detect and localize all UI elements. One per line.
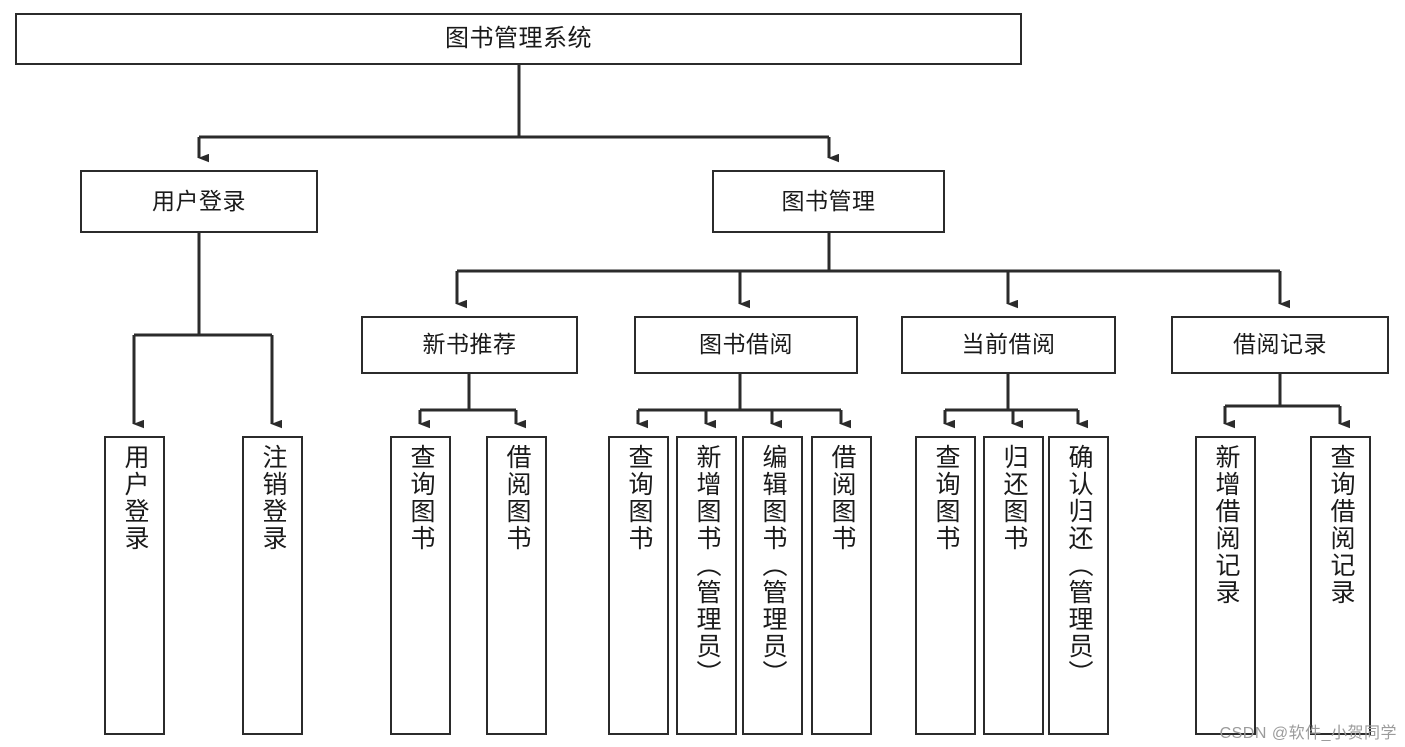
node-root-label: 图书管理系统 [445, 24, 592, 52]
node-root-system[interactable]: 图书管理系统 [15, 13, 1022, 65]
node-leaf-query-book-2-label: 查询图书 [625, 444, 653, 552]
node-leaf-query-book-2[interactable]: 查询图书 [608, 436, 669, 735]
node-leaf-borrow-book-1-label: 借阅图书 [503, 444, 531, 552]
node-user-login[interactable]: 用户登录 [80, 170, 318, 233]
node-book-manage[interactable]: 图书管理 [712, 170, 945, 233]
node-leaf-user-logout-label: 注销登录 [259, 444, 287, 552]
node-leaf-add-book[interactable]: 新增图书（管理员） [676, 436, 737, 735]
node-leaf-query-book-1-label: 查询图书 [407, 444, 435, 552]
node-leaf-confirm-return-label: 确认归还（管理员） [1065, 444, 1093, 687]
node-new-book-recommend-label: 新书推荐 [422, 331, 517, 358]
node-new-book-recommend[interactable]: 新书推荐 [361, 316, 578, 374]
node-borrow-record-label: 借阅记录 [1233, 331, 1327, 358]
node-leaf-borrow-book-1[interactable]: 借阅图书 [486, 436, 547, 735]
node-leaf-user-logout[interactable]: 注销登录 [242, 436, 303, 735]
node-leaf-query-book-3[interactable]: 查询图书 [915, 436, 976, 735]
node-leaf-add-book-label: 新增图书（管理员） [693, 444, 721, 687]
node-borrow-record[interactable]: 借阅记录 [1171, 316, 1389, 374]
node-leaf-edit-book-label: 编辑图书（管理员） [759, 444, 787, 687]
node-leaf-query-book-3-label: 查询图书 [932, 444, 960, 552]
node-leaf-return-book[interactable]: 归还图书 [983, 436, 1044, 735]
node-leaf-edit-book[interactable]: 编辑图书（管理员） [742, 436, 803, 735]
node-leaf-query-record-label: 查询借阅记录 [1327, 444, 1355, 606]
node-book-borrow-label: 图书借阅 [699, 331, 793, 358]
node-leaf-user-login-label: 用户登录 [121, 444, 149, 552]
csdn-watermark: CSDN @软件_小贺同学 [1219, 725, 1397, 742]
node-leaf-query-record[interactable]: 查询借阅记录 [1310, 436, 1371, 735]
node-leaf-add-record-label: 新增借阅记录 [1212, 444, 1240, 606]
node-leaf-confirm-return[interactable]: 确认归还（管理员） [1048, 436, 1109, 735]
node-book-borrow[interactable]: 图书借阅 [634, 316, 858, 374]
node-leaf-borrow-book-2-label: 借阅图书 [828, 444, 856, 552]
node-leaf-borrow-book-2[interactable]: 借阅图书 [811, 436, 872, 735]
node-leaf-add-record[interactable]: 新增借阅记录 [1195, 436, 1256, 735]
node-user-login-label: 用户登录 [152, 187, 246, 214]
node-leaf-query-book-1[interactable]: 查询图书 [390, 436, 451, 735]
node-leaf-return-book-label: 归还图书 [1000, 444, 1028, 552]
node-current-borrow[interactable]: 当前借阅 [901, 316, 1116, 374]
node-current-borrow-label: 当前借阅 [961, 331, 1056, 358]
node-book-manage-label: 图书管理 [781, 187, 876, 214]
node-leaf-user-login[interactable]: 用户登录 [104, 436, 165, 735]
